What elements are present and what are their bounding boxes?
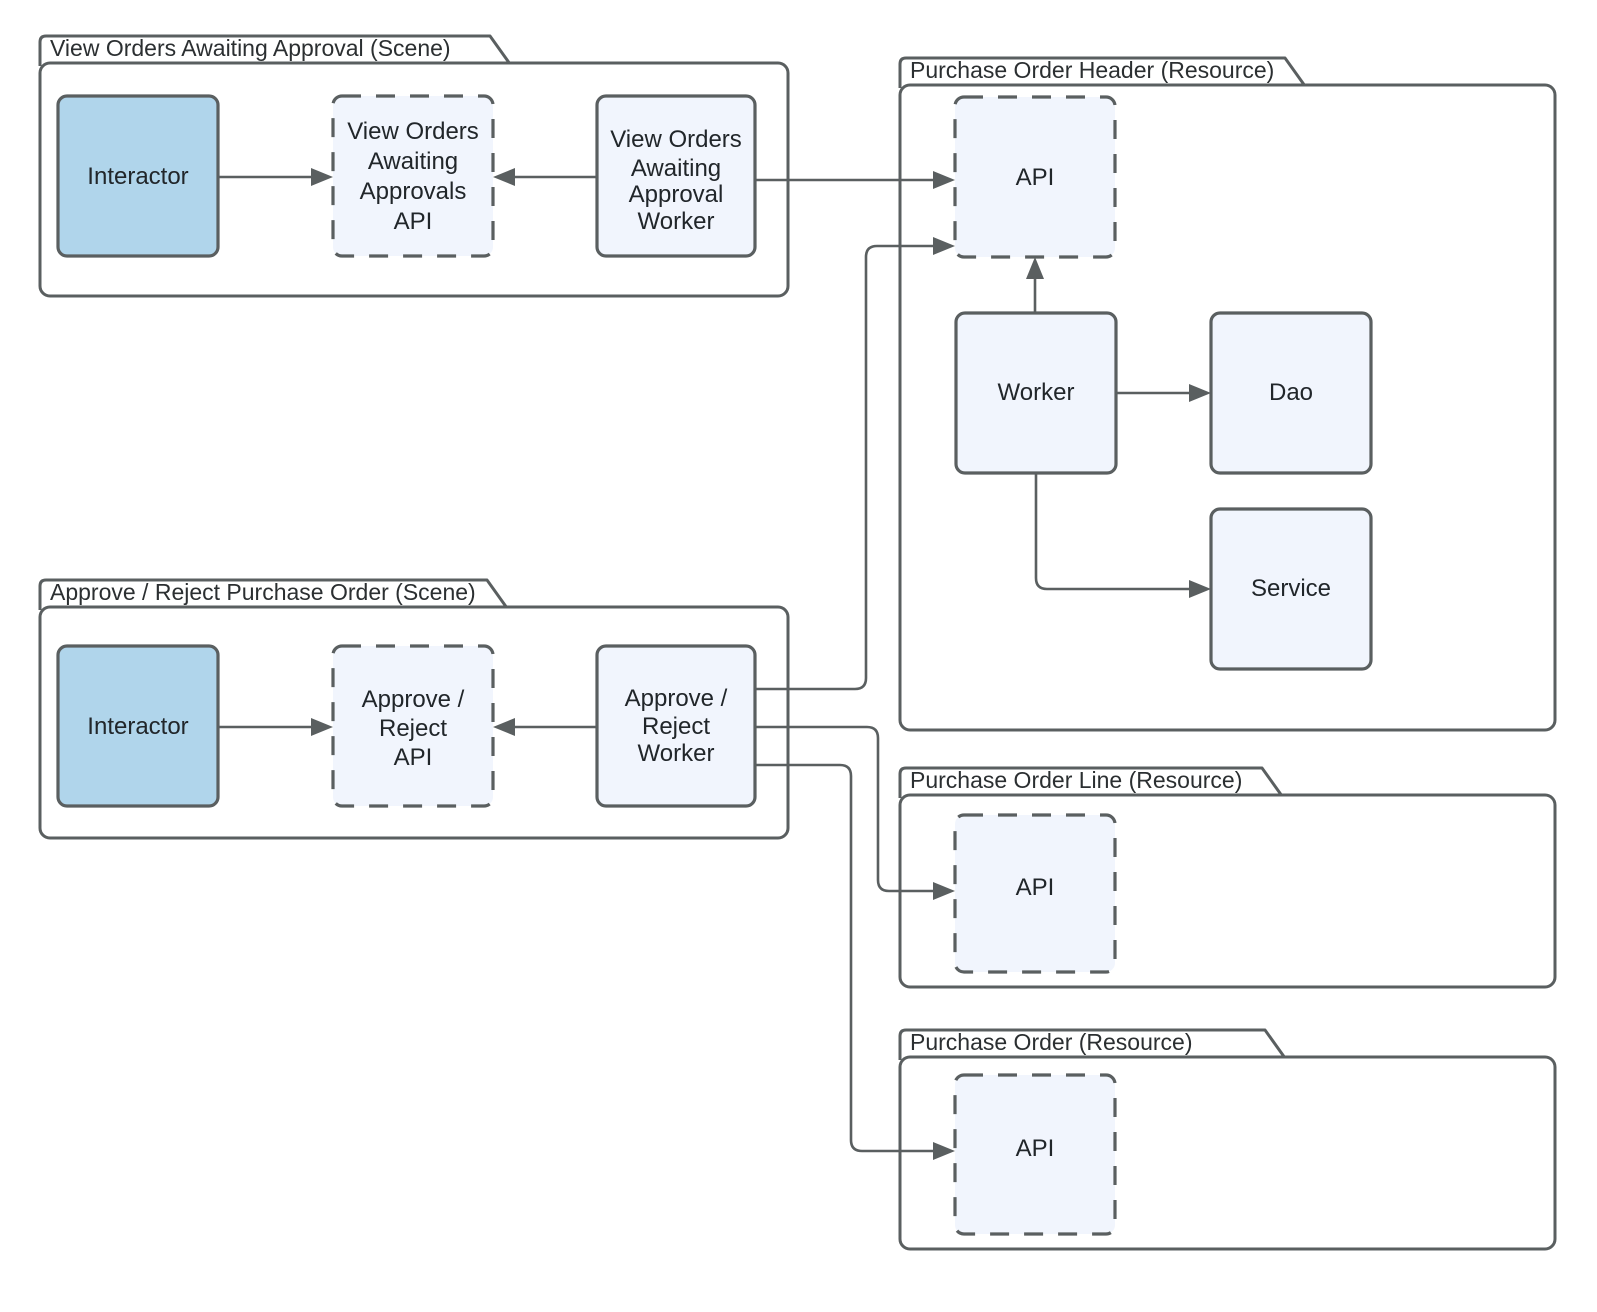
node-ar-api-label-line1: Approve / xyxy=(362,686,465,713)
package-tab-resource-po xyxy=(898,1028,1287,1060)
node-voa-api-label-line2: Awaiting xyxy=(368,148,458,175)
package-resource-po-line[interactable]: Purchase Order Line (Resource) API xyxy=(898,766,1557,989)
node-voa-interactor-label: Interactor xyxy=(87,163,188,190)
node-ar-api[interactable]: Approve / Reject API xyxy=(331,644,495,808)
edge-poh-worker-to-poh-dao xyxy=(1116,384,1211,402)
node-ar-worker-label-line2: Reject xyxy=(642,713,710,740)
node-voa-api[interactable]: View Orders Awaiting Approvals API xyxy=(331,94,495,258)
package-tab-resource-po-line xyxy=(898,766,1284,798)
node-voa-worker[interactable]: View Orders Awaiting Approval Worker xyxy=(595,94,757,258)
node-voa-worker-label-line2: Awaiting xyxy=(631,155,721,182)
node-voa-api-label-line3: Approvals xyxy=(360,178,467,205)
node-poh-dao-label: Dao xyxy=(1269,379,1313,406)
package-tab-scene-approve-reject xyxy=(38,578,509,610)
package-title-scene-approve-reject: Approve / Reject Purchase Order (Scene) xyxy=(50,579,476,605)
node-ar-api-label-line3: API xyxy=(394,744,433,771)
node-ar-api-label-line2: Reject xyxy=(379,715,447,742)
package-title-resource-po: Purchase Order (Resource) xyxy=(910,1029,1193,1055)
node-poh-api[interactable]: API xyxy=(953,95,1117,259)
package-title-resource-po-header: Purchase Order Header (Resource) xyxy=(910,57,1274,83)
edge-ar-worker-to-ar-api xyxy=(493,718,597,736)
node-ar-api-shape xyxy=(331,644,495,808)
package-title-scene-view-orders: View Orders Awaiting Approval (Scene) xyxy=(50,35,451,61)
edge-ar-worker-to-poh-api xyxy=(755,237,955,691)
node-ar-worker-label-line1: Approve / xyxy=(625,685,728,712)
edge-ar-worker-to-pol-api xyxy=(755,725,955,900)
package-title-resource-po-line: Purchase Order Line (Resource) xyxy=(910,767,1242,793)
node-ar-interactor-label: Interactor xyxy=(87,713,188,740)
node-voa-worker-label-line3: Approval xyxy=(629,181,724,208)
node-poh-api-label: API xyxy=(1016,164,1055,191)
package-tab-scene-view-orders xyxy=(38,34,512,66)
edge-poh-worker-to-poh-api xyxy=(1026,257,1044,313)
node-poh-service-label: Service xyxy=(1251,575,1331,602)
node-voa-api-shape xyxy=(331,94,495,258)
node-po-api-shape xyxy=(953,1073,1117,1236)
node-voa-worker-label-line4: Worker xyxy=(638,208,715,235)
node-pol-api-shape xyxy=(953,813,1117,974)
node-voa-interactor[interactable]: Interactor xyxy=(56,94,220,258)
edge-voa-worker-to-poh-api xyxy=(755,171,955,189)
node-voa-api-label-line1: View Orders xyxy=(347,118,479,145)
edge-voa-interactor-to-voa-api xyxy=(218,168,333,186)
node-po-api[interactable]: API xyxy=(953,1073,1117,1236)
node-voa-worker-label-line1: View Orders xyxy=(610,126,742,153)
node-ar-worker[interactable]: Approve / Reject Worker xyxy=(595,644,757,808)
node-poh-worker[interactable]: Worker xyxy=(954,311,1118,475)
package-resource-po-header[interactable]: Purchase Order Header (Resource) API Wor… xyxy=(898,56,1557,732)
node-poh-dao[interactable]: Dao xyxy=(1209,311,1373,475)
node-voa-api-label-line4: API xyxy=(394,208,433,235)
node-poh-worker-label: Worker xyxy=(998,379,1075,406)
edge-poh-worker-to-poh-service xyxy=(1034,473,1211,598)
node-poh-service[interactable]: Service xyxy=(1209,507,1373,671)
package-tab-resource-po-header xyxy=(898,56,1307,88)
node-ar-interactor[interactable]: Interactor xyxy=(56,644,220,808)
package-resource-po[interactable]: Purchase Order (Resource) API xyxy=(898,1028,1557,1251)
node-po-api-label: API xyxy=(1016,1135,1055,1162)
edge-voa-worker-to-voa-api xyxy=(493,168,597,186)
edge-ar-worker-to-po-api xyxy=(755,763,955,1160)
package-scene-view-orders[interactable]: View Orders Awaiting Approval (Scene) In… xyxy=(38,34,790,298)
package-scene-approve-reject[interactable]: Approve / Reject Purchase Order (Scene) … xyxy=(38,578,790,840)
edge-ar-interactor-to-ar-api xyxy=(218,718,333,736)
node-pol-api[interactable]: API xyxy=(953,813,1117,974)
node-ar-worker-label-line3: Worker xyxy=(638,740,715,767)
node-pol-api-label: API xyxy=(1016,874,1055,901)
